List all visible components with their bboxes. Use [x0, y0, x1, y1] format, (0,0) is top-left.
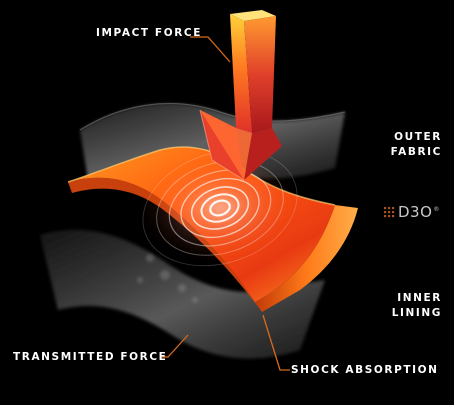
d3o-logo-registered: ®: [433, 205, 440, 213]
leader-lines: [160, 36, 290, 371]
shock-absorption-label: SHOCK ABSORPTION: [291, 364, 439, 376]
outer-fabric-label-line2: FABRIC: [390, 146, 442, 158]
d3o-logo: D3O ®: [383, 203, 439, 221]
inner-lining-layer: [40, 229, 325, 359]
shock-absorption-leader: [262, 314, 290, 371]
outer-fabric-label: OUTER FABRIC: [386, 130, 442, 160]
impact-force-leader: [190, 36, 231, 63]
transmitted-force-leader: [160, 334, 189, 358]
inner-lining-label: INNER LINING: [372, 291, 442, 321]
outer-fabric-label-line1: OUTER: [394, 131, 442, 143]
impact-force-label: IMPACT FORCE: [96, 27, 202, 39]
inner-lining-label-line2: LINING: [391, 307, 442, 319]
impact-arrow-icon: [199, 10, 282, 181]
transmitted-force-label: TRANSMITTED FORCE: [13, 351, 168, 363]
shock-wave-rings: [142, 149, 298, 267]
d3o-layer: [67, 146, 358, 312]
inner-lining-label-line1: INNER: [397, 292, 442, 304]
d3o-logo-text: D3O: [398, 203, 433, 221]
d3o-logo-icon: [384, 207, 395, 218]
